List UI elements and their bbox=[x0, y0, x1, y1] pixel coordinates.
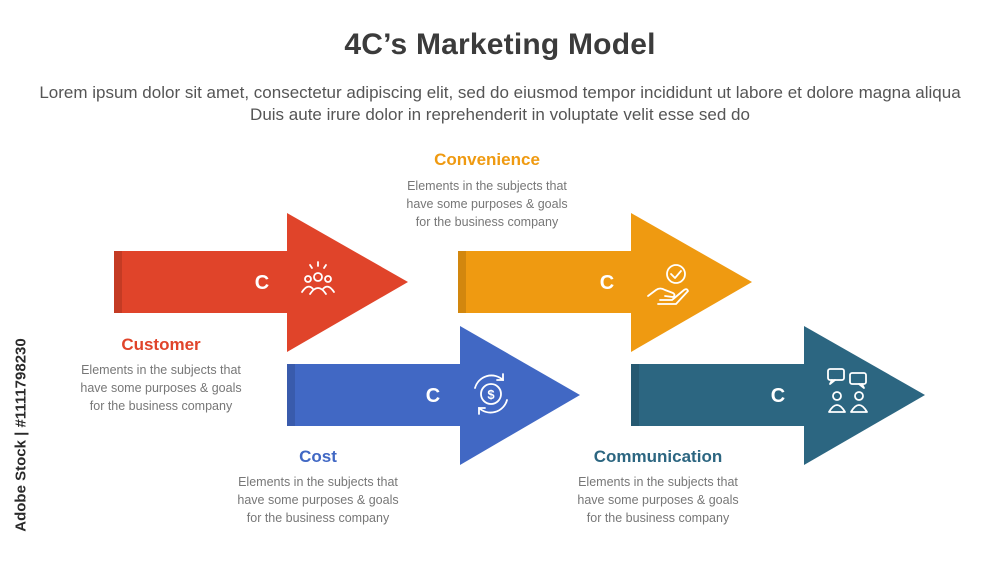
page-subtitle: Lorem ipsum dolor sit amet, consectetur … bbox=[39, 83, 961, 124]
arrow-customer-edge bbox=[114, 251, 122, 313]
arrow-cost-shaft bbox=[287, 364, 461, 426]
arrow-convenience-letter: C bbox=[600, 272, 614, 294]
arrow-convenience: C bbox=[458, 213, 752, 352]
arrow-communication: C bbox=[631, 326, 925, 465]
hand-check-icon bbox=[647, 264, 689, 305]
description-cost: Elements in the subjects that have some … bbox=[237, 475, 399, 525]
description-communication: Elements in the subjects that have some … bbox=[577, 475, 739, 525]
arrow-communication-edge bbox=[631, 364, 639, 426]
arrow-convenience-head bbox=[631, 213, 752, 352]
heading-convenience: Convenience bbox=[434, 150, 540, 169]
chat-people-icon bbox=[827, 368, 868, 413]
watermark-text: Adobe Stock | #1111798230 bbox=[12, 338, 30, 532]
arrow-customer-letter: C bbox=[255, 272, 269, 294]
description-convenience: Elements in the subjects that have some … bbox=[406, 179, 568, 229]
arrow-cost-edge bbox=[287, 364, 295, 426]
arrow-customer-shaft bbox=[114, 251, 288, 313]
heading-customer: Customer bbox=[121, 335, 201, 354]
arrow-cost: C $ bbox=[287, 326, 580, 465]
arrow-convenience-edge bbox=[458, 251, 466, 313]
arrow-communication-head bbox=[804, 326, 925, 465]
heading-cost: Cost bbox=[299, 447, 337, 466]
page-title: 4C’s Marketing Model bbox=[344, 28, 656, 61]
arrow-convenience-shaft bbox=[458, 251, 632, 313]
heading-communication: Communication bbox=[593, 447, 723, 466]
description-customer: Elements in the subjects that have some … bbox=[80, 363, 242, 413]
arrow-cost-letter: C bbox=[426, 385, 440, 407]
arrow-customer: C bbox=[114, 213, 408, 352]
arrow-communication-letter: C bbox=[771, 385, 785, 407]
stock-watermark: Adobe Stock | #1111798230 bbox=[6, 320, 36, 550]
people-group-icon bbox=[301, 261, 335, 295]
svg-text:$: $ bbox=[487, 387, 495, 402]
arrow-cost-head bbox=[460, 326, 580, 465]
dollar-cycle-icon: $ bbox=[474, 373, 508, 415]
arrow-customer-head bbox=[287, 213, 408, 352]
arrow-communication-shaft bbox=[631, 364, 805, 426]
